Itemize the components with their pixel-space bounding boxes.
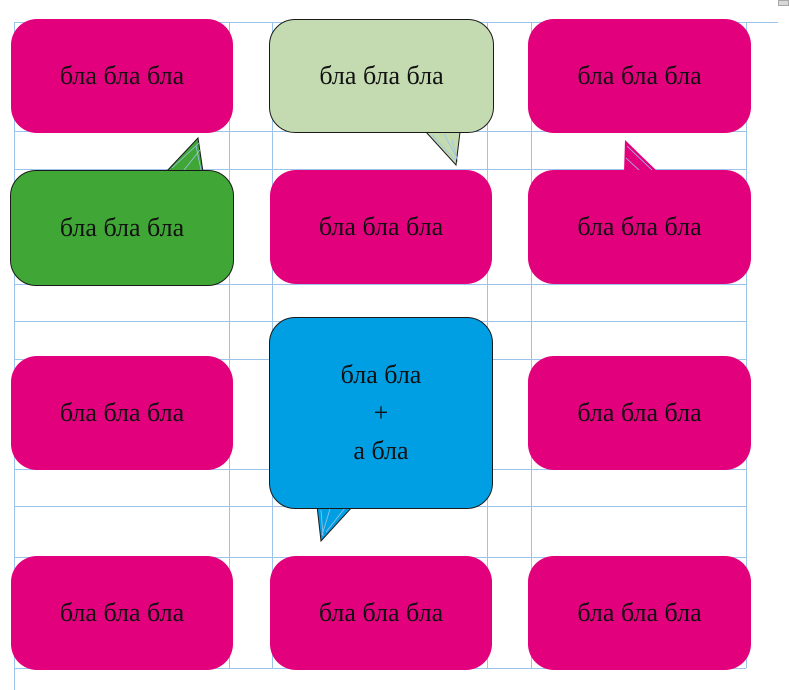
tail-top-right-green <box>164 136 204 173</box>
bubble-r1c1: бла бла бла <box>11 19 233 133</box>
bubble-r2c3: бла бла бла <box>528 170 751 284</box>
bubble-r3c2: бла бла + а бла <box>269 317 493 509</box>
bubble-r4c3: бла бла бла <box>528 556 751 670</box>
tail-bottom-left-blue <box>316 505 355 543</box>
bubble-r2c2: бла бла бла <box>270 170 492 284</box>
bubble-r2c1: бла бла бла <box>10 170 234 286</box>
bubble-r3c1: бла бла бла <box>11 356 233 470</box>
bubble-r4c1: бла бла бла <box>11 556 233 670</box>
tail-bottom-right-light-green <box>424 131 461 167</box>
bubble-r1c3: бла бла бла <box>528 19 751 133</box>
bubble-r3c3: бла бла бла <box>528 356 751 470</box>
bubble-r1c2: бла бла бла <box>269 19 494 133</box>
resize-handle[interactable] <box>778 0 789 6</box>
tail-top-left-pink <box>624 140 658 172</box>
bubble-r4c2: бла бла бла <box>270 556 492 670</box>
